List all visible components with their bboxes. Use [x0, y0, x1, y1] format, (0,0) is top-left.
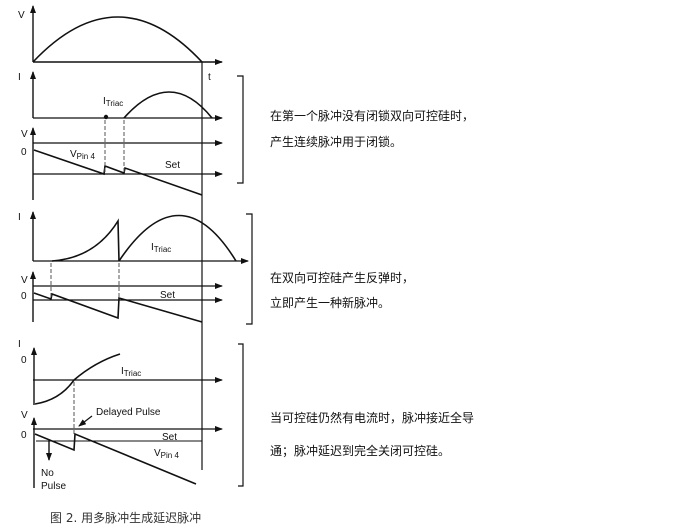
mains-sine-wave	[32, 16, 203, 63]
pin4-ramp	[33, 149, 203, 196]
t-axis-label: t	[208, 72, 211, 83]
mains-voltage-panel: V t	[18, 5, 223, 83]
set-label: Set	[160, 290, 175, 301]
v-axis-label: V	[21, 410, 28, 421]
case1-caption-line2: 产生连续脉冲用于闭锁。	[270, 135, 403, 149]
v-axis-label: V	[18, 10, 25, 21]
case2-caption-line1: 在双向可控硅产生反弹时，	[270, 271, 415, 285]
v-axis-label: V	[21, 129, 28, 140]
case1-panel: I ITriac V 0 VPin 4 Set	[18, 71, 244, 200]
case3-caption-line1: 当可控硅仍然有电流时，脉冲接近全导	[270, 411, 475, 425]
pin4-ramp	[33, 292, 203, 323]
i-axis-label: I	[18, 212, 21, 223]
set-label: Set	[165, 160, 180, 171]
bracket	[246, 213, 253, 325]
case1-caption-line1: 在第一个脉冲没有闭锁双向可控硅时，	[270, 109, 475, 123]
zero-label: 0	[21, 291, 27, 302]
v-axis-label: V	[21, 275, 28, 286]
triac-current-rise	[51, 218, 120, 262]
no-pulse-label-line1: No	[41, 468, 54, 479]
zero-label: 0	[21, 147, 27, 158]
case3-panel: I 0 ITriac V 0 Delayed Pulse Set VPin 4 …	[18, 339, 244, 492]
zero-label: 0	[21, 430, 27, 441]
case3-caption-line2: 通；脉冲延迟到完全关闭可控硅。	[270, 444, 451, 458]
triac-blip	[103, 114, 109, 120]
i-axis-label: I	[18, 339, 21, 350]
bracket	[238, 343, 244, 487]
pin4-ramp	[34, 432, 197, 485]
triac-current-curve	[118, 214, 237, 262]
triac-current-curve	[34, 353, 121, 405]
triac-current-label: ITriac	[103, 96, 123, 108]
delayed-pulse-arrow	[78, 415, 93, 427]
delayed-pulse-label: Delayed Pulse	[96, 407, 161, 418]
no-pulse-label-line2: Pulse	[41, 481, 66, 492]
triac-current-label: ITriac	[151, 242, 171, 254]
case2-panel: I ITriac V 0 Set	[18, 211, 253, 325]
pin4-label: VPin 4	[154, 448, 179, 460]
triac-current-curve	[123, 91, 213, 119]
bracket	[237, 75, 244, 184]
set-label: Set	[162, 432, 177, 443]
triac-current-label: ITriac	[121, 366, 141, 378]
i-axis-label: I	[18, 72, 21, 83]
i-zero-label: 0	[21, 355, 27, 366]
pin4-label: VPin 4	[70, 149, 95, 161]
case2-caption-line2: 立即产生一种新脉冲。	[270, 296, 391, 310]
figure-caption: 图 2. 用多脉冲生成延迟脉冲	[50, 511, 202, 525]
